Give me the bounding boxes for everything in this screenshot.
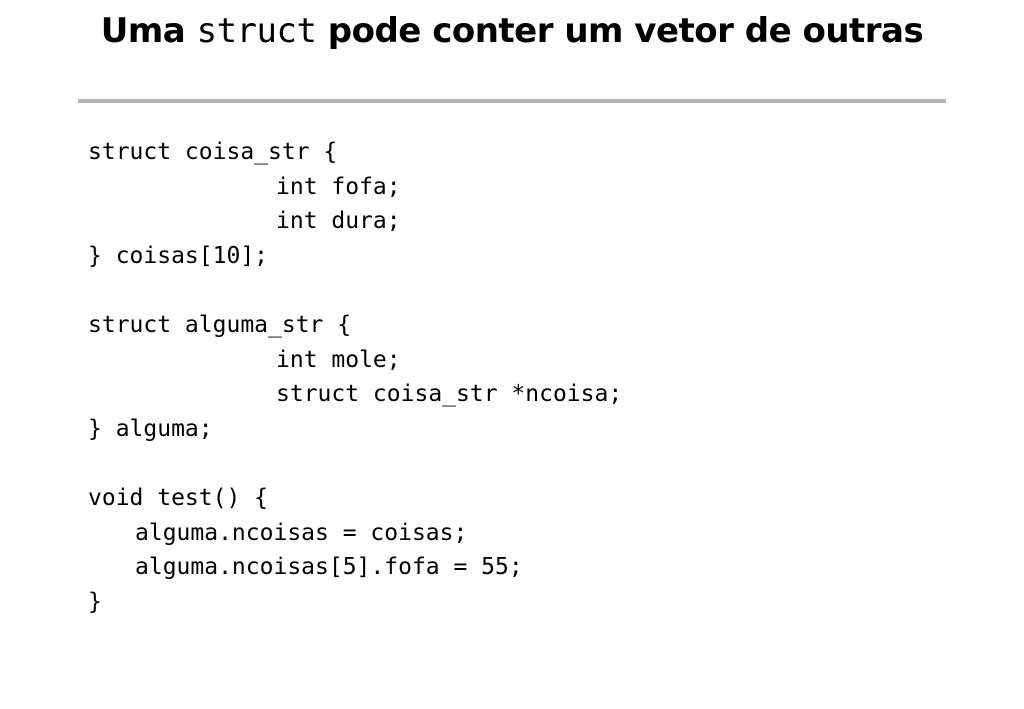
- title-code-keyword: struct: [196, 11, 317, 51]
- code-line: struct alguma_str {: [88, 311, 352, 338]
- slide-title: Uma struct pode conter um vetor de outra…: [80, 8, 944, 54]
- code-line: int dura;: [276, 208, 401, 235]
- code-line: }: [88, 588, 102, 615]
- title-suffix: pode conter um vetor de outras: [316, 11, 924, 51]
- code-block: struct coisa_str { int fofa; int dura; }…: [88, 135, 622, 619]
- code-line: struct coisa_str *ncoisa;: [276, 381, 623, 408]
- code-line: alguma.ncoisas[5].fofa = 55;: [135, 554, 523, 581]
- code-blank-line: [88, 446, 622, 481]
- code-line: } coisas[10];: [88, 242, 269, 269]
- code-line: int fofa;: [276, 173, 401, 200]
- code-line: struct coisa_str {: [88, 139, 338, 165]
- code-line: alguma.ncoisas = coisas;: [135, 519, 468, 546]
- title-prefix: Uma: [100, 11, 197, 51]
- title-divider: [78, 99, 946, 103]
- code-line: int mole;: [276, 346, 401, 373]
- code-line: void test() {: [88, 484, 269, 511]
- code-blank-line: [88, 273, 622, 308]
- code-line: } alguma;: [88, 415, 213, 442]
